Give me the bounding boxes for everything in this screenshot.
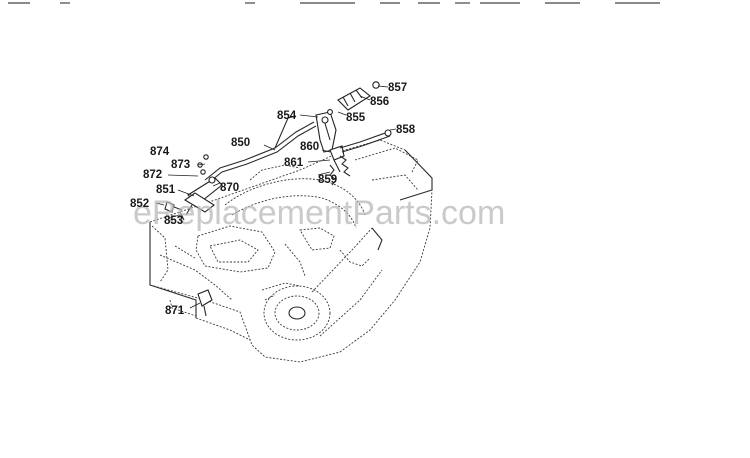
callout-labels: 857 856 854 855 858 850 860 874 861 873 … xyxy=(130,82,416,317)
callout-856: 856 xyxy=(370,96,389,108)
callout-870: 870 xyxy=(220,182,239,194)
auger-housing-drawing xyxy=(149,139,433,363)
callout-873: 873 xyxy=(171,159,190,171)
watermark-text: eReplacementParts.com xyxy=(133,194,505,232)
callout-861: 861 xyxy=(284,157,304,169)
callout-872: 872 xyxy=(143,169,162,181)
callout-871: 871 xyxy=(165,305,185,317)
callout-853: 853 xyxy=(164,215,183,227)
linkage-drawing xyxy=(164,81,392,317)
callout-860: 860 xyxy=(300,141,319,153)
callout-858: 858 xyxy=(396,124,416,136)
callout-852: 852 xyxy=(130,198,149,210)
callout-850: 850 xyxy=(231,137,250,149)
callout-874: 874 xyxy=(150,146,170,158)
callout-855: 855 xyxy=(346,112,366,124)
callout-859: 859 xyxy=(318,174,337,186)
callout-854: 854 xyxy=(277,110,297,122)
callout-857: 857 xyxy=(388,82,407,94)
callout-851: 851 xyxy=(156,184,176,196)
leader-lines xyxy=(155,85,397,309)
